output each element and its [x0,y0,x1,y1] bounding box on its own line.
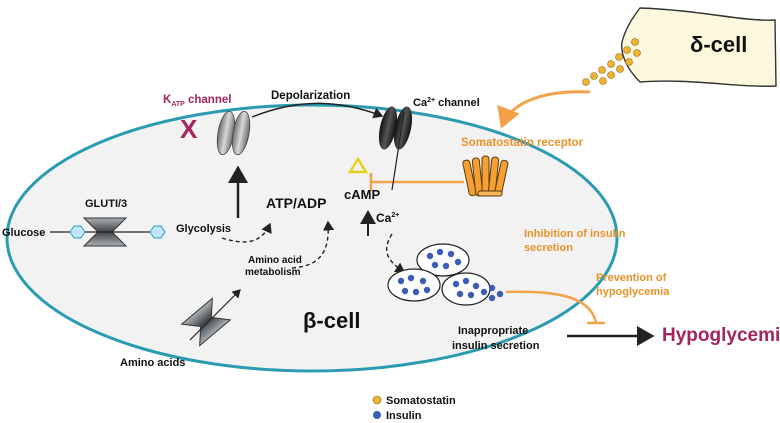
amino-acid-influx-arrow [189,289,241,341]
amino-acids-label: Amino acids [120,357,185,369]
insulin-granule-dots [397,248,504,302]
amino-metabolism-label-1: Amino acid [248,255,302,266]
inappropriate-label-2: insulin secretion [452,340,540,352]
calcium-influx-line [391,111,405,191]
calcium-channel-label: Ca2+ channel [413,97,480,109]
delta-cell-body [621,7,777,87]
legend-insulin-swatch [373,411,381,419]
katp-channel-icon [216,110,251,156]
inhibition-label-1: Inhibition of insulin [524,228,626,240]
glucose-molecule-outer-icon [69,225,86,239]
legend-insulin-label: Insulin [386,410,422,422]
prevention-label-2: hypoglycemia [596,286,670,298]
hypoglycemia-label: Hypoglycemia [662,325,780,346]
camp-label: cAMP [344,187,380,202]
calcium-to-granules-arrow [385,233,406,273]
amino-metabolism-label-2: metabolism [245,267,301,278]
legend-somatostatin-label: Somatostatin [386,395,456,407]
beta-cell-label: β-cell [303,308,360,333]
calcium-channel-icon [378,106,413,150]
glucose-label: Glucose [2,227,45,239]
somatostatin-arrow [497,90,591,129]
depolarization-arrow [251,102,384,119]
amino-metabolism-to-atp-arrow [291,220,335,269]
somatostatin-receptor-label: Somatostatin receptor [461,137,584,149]
glucose-molecule-inner-icon [149,225,166,239]
prevention-inhibition-line [505,290,598,323]
katp-closed-x-icon: X [180,114,198,144]
glycolysis-to-atp-arrow [221,222,272,243]
legend-somatostatin-swatch [372,395,382,405]
inappropriate-label-1: Inappropriate [458,325,528,337]
camp-triangle-icon [347,156,369,174]
glycolysis-label: Glycolysis [176,223,231,235]
glut-label: GLUTI/3 [85,198,127,210]
legend: Somatostatin Insulin [372,395,456,422]
amino-acid-transporter-icon [180,297,232,347]
depolarization-label: Depolarization [271,90,350,102]
atp-adp-label: ATP/ADP [266,195,326,211]
somatostatin-receptor-icon [462,155,509,197]
delta-cell-label: δ-cell [690,32,747,57]
somatostatin-granules [582,38,641,86]
katp-channel-label: KATP channel [163,94,231,108]
prevention-label-1: Prevention of [596,272,667,284]
calcium-inner-label: Ca2+ [376,211,399,225]
inhibition-label-2: secretion [524,242,573,254]
